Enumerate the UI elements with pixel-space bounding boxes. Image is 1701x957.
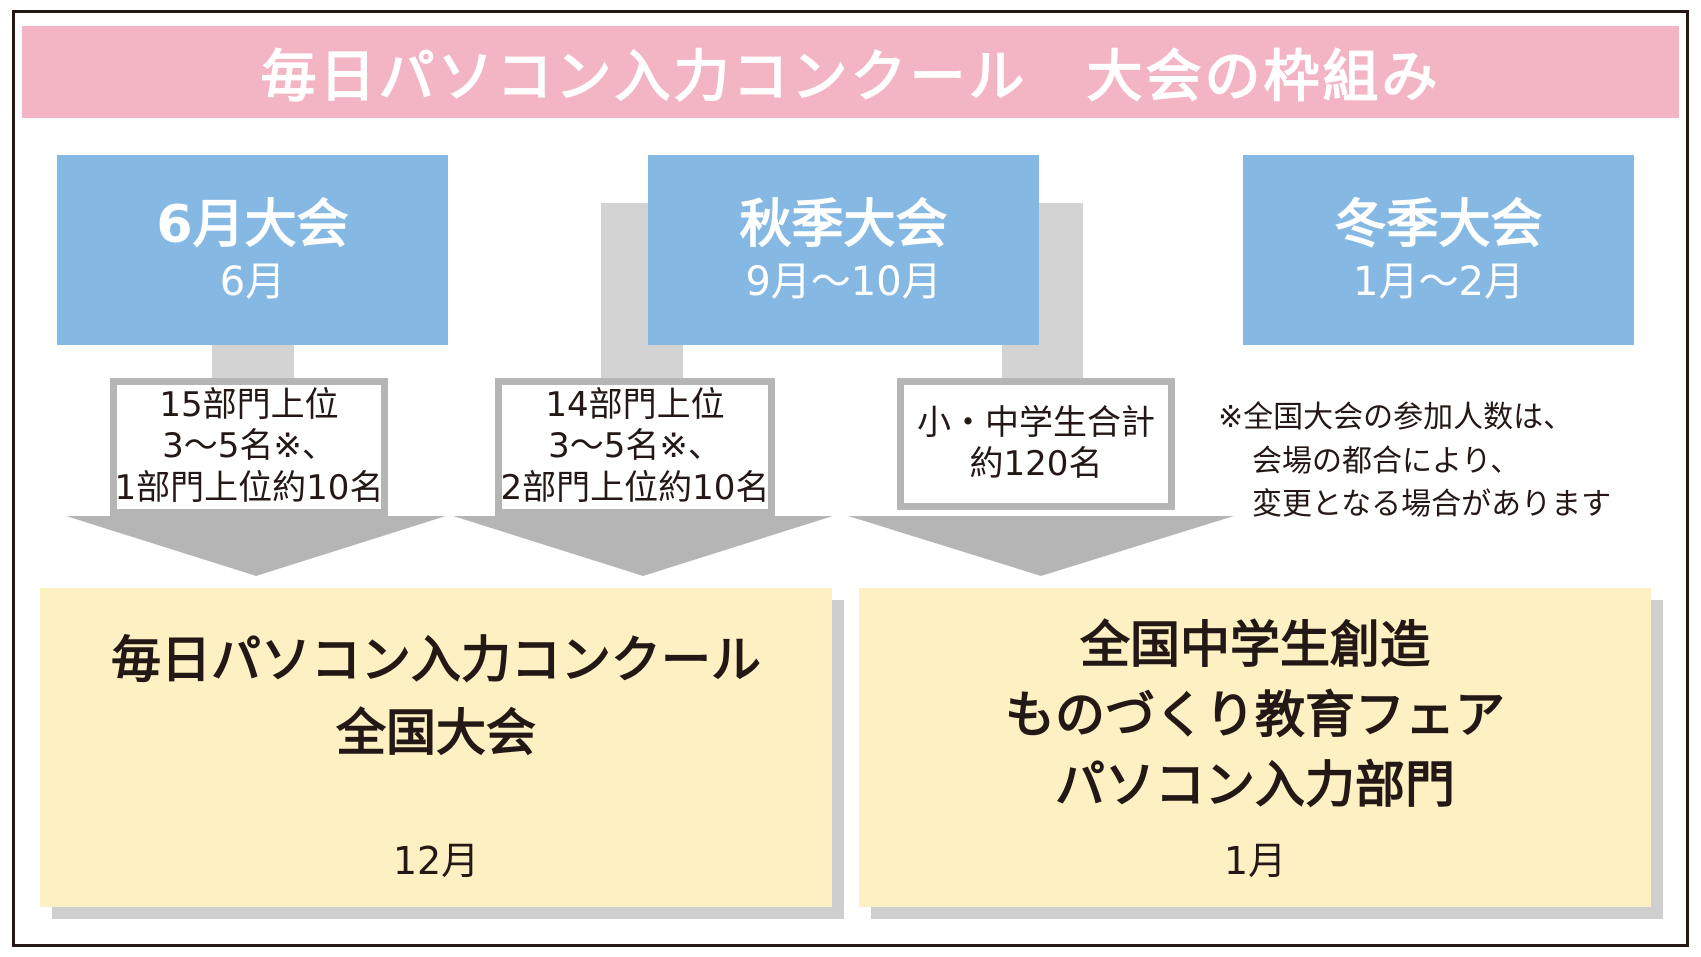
final-fair-date: 1月 xyxy=(1223,839,1287,883)
arrow-autumn-right xyxy=(848,516,1234,576)
final-national-title-1: 毎日パソコン入力コンクール xyxy=(111,631,761,689)
qualifier-autumn-general-line-2: 3〜5名※、 xyxy=(548,426,722,467)
final-national-title-2: 全国大会 xyxy=(336,703,536,762)
final-national: 毎日パソコン入力コンクール 全国大会 12月 xyxy=(40,588,832,907)
arrow-autumn-left xyxy=(453,516,833,576)
qualifier-autumn-students-line-2: 約120名 xyxy=(969,444,1103,484)
event-autumn-name: 秋季大会 xyxy=(739,194,948,255)
event-winter-name: 冬季大会 xyxy=(1334,194,1543,255)
final-fair: 全国中学生創造 ものづくり教育フェア パソコン入力部門 1月 xyxy=(859,588,1651,907)
connector-autumn-left xyxy=(601,203,649,345)
qualifier-june-line-3: 1部門上位約10名 xyxy=(114,467,384,508)
event-june-date: 6月 xyxy=(219,259,286,306)
final-national-date: 12月 xyxy=(392,839,480,883)
banner-title: 毎日パソコン入力コンクール 大会の枠組み xyxy=(260,44,1441,110)
qualifier-autumn-general-line-1: 14部門上位 xyxy=(545,384,725,425)
participant-note: ※全国大会の参加人数は、 会場の都合により、 変更となる場合があります xyxy=(1218,396,1611,527)
qualifier-autumn-general: 14部門上位 3〜5名※、 2部門上位約10名 xyxy=(495,378,775,516)
event-june-name: 6月大会 xyxy=(156,194,349,255)
event-autumn-date: 9月〜10月 xyxy=(745,259,942,306)
final-fair-title-3: パソコン入力部門 xyxy=(1055,756,1455,814)
note-line-3: 変更となる場合があります xyxy=(1252,487,1612,522)
note-line-2: 会場の都合により、 xyxy=(1252,443,1521,479)
event-winter: 冬季大会 1月〜2月 xyxy=(1243,155,1634,345)
title-banner: 毎日パソコン入力コンクール 大会の枠組み xyxy=(22,26,1679,118)
event-autumn: 秋季大会 9月〜10月 xyxy=(648,155,1039,345)
note-line-1: ※全国大会の参加人数は、 xyxy=(1218,400,1574,435)
qualifier-june: 15部門上位 3〜5名※、 1部門上位約10名 xyxy=(110,378,388,516)
connector-autumn-right xyxy=(1038,203,1083,345)
connector-autumn-left-down xyxy=(601,345,683,380)
final-fair-title-2: ものづくり教育フェア xyxy=(1005,686,1505,744)
qualifier-autumn-general-line-3: 2部門上位約10名 xyxy=(500,467,770,508)
qualifier-autumn-students: 小・中学生合計 約120名 xyxy=(897,378,1175,510)
connector-june xyxy=(212,345,294,380)
event-winter-date: 1月〜2月 xyxy=(1353,259,1524,306)
qualifier-autumn-students-line-1: 小・中学生合計 xyxy=(917,402,1155,443)
final-fair-title-1: 全国中学生創造 xyxy=(1080,616,1430,674)
connector-autumn-right-down xyxy=(1002,345,1083,380)
qualifier-june-line-2: 3〜5名※、 xyxy=(162,426,336,467)
qualifier-june-line-1: 15部門上位 xyxy=(159,384,339,425)
event-june: 6月大会 6月 xyxy=(57,155,448,345)
arrow-june xyxy=(66,516,446,576)
